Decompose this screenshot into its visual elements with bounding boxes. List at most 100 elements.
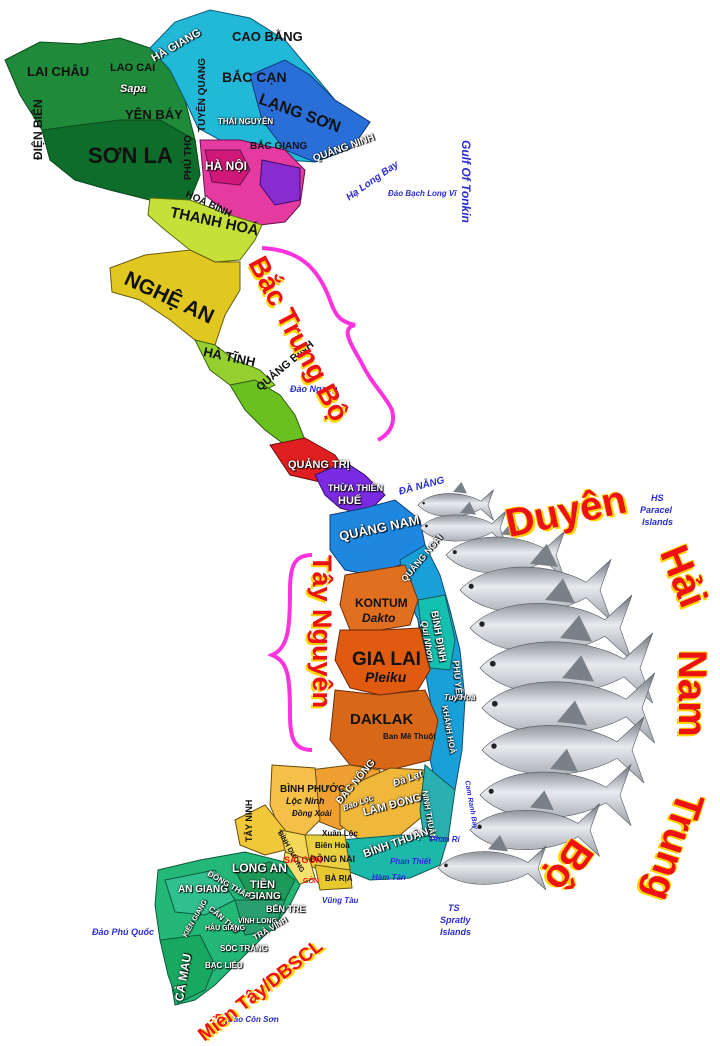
label-vinh-long: VĨNH LONG (238, 918, 277, 925)
fish-eye (452, 550, 457, 555)
label-gulf-of-tonkin: Gulf Of Tonkin (459, 140, 473, 223)
label-lao-cai: LAO CAI (110, 62, 156, 74)
label-hue: HUẾ (338, 495, 362, 507)
label-cao-bang: CAO BẰNG (232, 29, 303, 44)
region-nghe-an (109, 249, 241, 346)
region-lang-son (249, 59, 371, 163)
fish-fin (562, 655, 594, 682)
title-tay-nguyen: Tây Nguyên (307, 555, 337, 709)
label-quang-tri: QUẢNG TRỊ (288, 459, 350, 471)
label-loc-ninh: Lộc Ninh (286, 796, 325, 806)
label-vung-tau: Vũng Tàu (322, 896, 359, 905)
region-thanh-hoa (147, 197, 263, 263)
label-dong-xoai: Đồng Xoài (292, 809, 332, 818)
label-yen-bay: YÊN BÁY (125, 107, 183, 122)
fish-eye (491, 700, 498, 707)
region-tien-giang (234, 861, 296, 901)
label-thai-nguyen: THÁI NGUYÊN (218, 117, 274, 126)
fish-eye (479, 621, 485, 627)
fish (417, 481, 494, 521)
label-son-la: SƠN LA (88, 143, 173, 168)
label-giang: GIANG (248, 891, 281, 902)
bracket-bac-trung-bo (261, 246, 395, 442)
label-islands-paracel: Islands (642, 517, 674, 527)
label-ts: TS (448, 903, 460, 913)
fish-eye (424, 524, 428, 528)
fish-eye (488, 788, 494, 794)
label-bac-giang: BẮC GIANG (250, 141, 308, 152)
label-pleiku: Pleiku (365, 669, 407, 685)
label-ban-me-thuot: Ban Mê Thuột (383, 732, 436, 741)
label-tuy-hoa: Tuy Hoà (444, 693, 476, 702)
fish (445, 518, 566, 580)
fish-fin (453, 481, 467, 494)
label-sai-gon: SÀI GÒN (284, 855, 323, 865)
region-gia-lai (334, 627, 431, 696)
region-ca-mau (159, 934, 216, 1004)
fish-eye (491, 743, 497, 749)
bracket-tay-nguyen (267, 553, 313, 752)
fish-eye (444, 863, 448, 868)
label-paracel: Paracel (640, 505, 673, 515)
fish-eye (489, 660, 496, 667)
region-daklak (329, 689, 439, 771)
title-nam: Nam (670, 650, 714, 737)
label-ham-tan: Hàm Tân (372, 873, 406, 882)
region-tra-vinh (234, 899, 286, 936)
fish-layer (417, 481, 656, 891)
label-ba-ria: BÀ RỊA (325, 874, 353, 883)
label-binh-phuoc: BÌNH PHƯỚC (280, 784, 346, 795)
region-ha-noi (204, 149, 251, 186)
label-an-giang: AN GIANG (178, 884, 228, 895)
label-spratly: Spratly (440, 915, 471, 925)
label-tay-ninh: TÂY NINH (244, 799, 254, 842)
label-soc-trang: SÓC TRĂNG (220, 944, 268, 953)
label-islands-spratly: Islands (440, 927, 472, 937)
fish-fin (501, 518, 523, 537)
fish-eye (468, 583, 474, 589)
fish-eye (477, 824, 482, 829)
region-son-la (41, 119, 201, 201)
label-con-son: Đảo Côn Sơn (228, 1015, 279, 1024)
region-ba-ria (314, 864, 353, 891)
label-daklak: DAKLAK (350, 711, 414, 728)
label-gon: GÒN (303, 878, 319, 885)
label-phan-thiet: Phan Thiết (390, 857, 431, 866)
label-dong-nai: ĐỒNG NAI (310, 854, 355, 864)
label-phu-tho: PHÚ THỌ (183, 135, 194, 180)
label-gia-lai: GIA LAI (352, 649, 421, 670)
fish-eye (422, 501, 425, 505)
label-hs: HS (651, 493, 664, 503)
fish-fin (530, 790, 554, 811)
fish-fin (530, 543, 558, 567)
region-lam-dong (339, 767, 431, 841)
label-dao-ngang: Đảo Ngang (290, 384, 338, 394)
label-dakto: Dakto (362, 611, 396, 625)
label-ben-tre: BẾN TRE (266, 904, 306, 914)
label-tuyen-quang: TUYÊN QUANG (197, 58, 208, 132)
region-an-giang (164, 869, 236, 916)
label-xuan-loc: Xuân Lộc (322, 829, 359, 838)
label-thua-thien: THỪA THIÊN (328, 483, 384, 493)
fish-fin (460, 501, 476, 515)
label-bac-lieu: BẠC LIÊU (205, 961, 243, 970)
label-dien-bien: ĐIỆN BIÊN (31, 99, 45, 160)
fish (419, 501, 507, 546)
fish (481, 700, 645, 784)
region-kontum (339, 564, 419, 631)
region-hai-phong (259, 159, 301, 206)
label-bac-can: BẮC CẠN (222, 69, 287, 85)
fish-fin (545, 578, 575, 604)
label-ha-noi: HÀ NỘI (205, 159, 247, 173)
fish-fin (550, 748, 578, 772)
label-phan-ri: Phan Rí (430, 835, 460, 844)
label-sapa: Sapa (120, 83, 147, 95)
label-long-an: LONG AN (232, 861, 287, 875)
label-kontum: KONTUM (355, 596, 408, 610)
fish-fin (488, 835, 508, 852)
fish-fin (560, 615, 592, 642)
label-tien: TIỀN (250, 879, 276, 891)
label-bach-long-vi: Đảo Bạch Long Vĩ (388, 189, 457, 198)
label-phu-quoc: Đảo Phú Quốc (92, 927, 155, 937)
